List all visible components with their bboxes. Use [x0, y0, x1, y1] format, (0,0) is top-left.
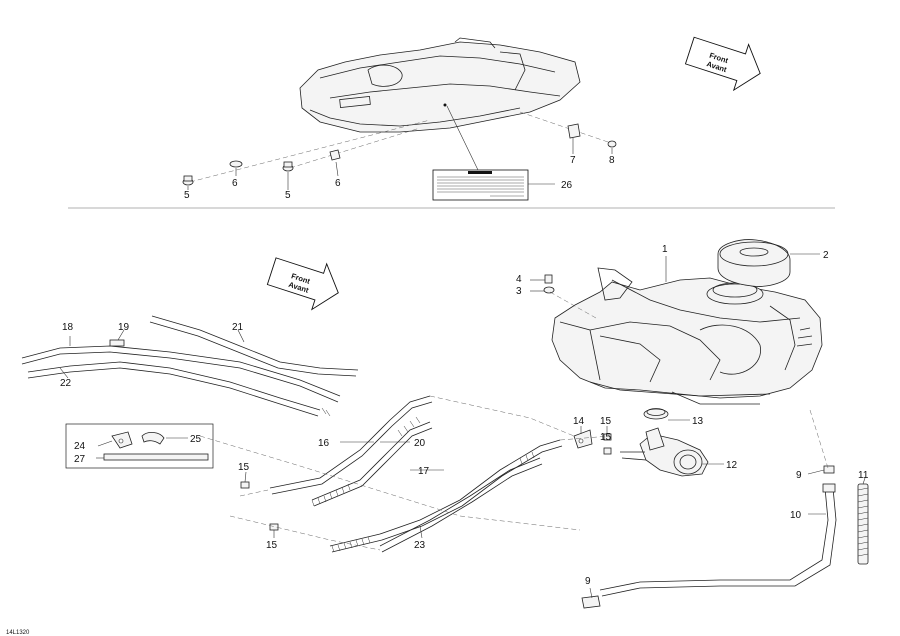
- callout-5: 5: [184, 190, 190, 201]
- callout-14: 14: [573, 416, 585, 427]
- drawing-code: 14L1320: [6, 630, 30, 636]
- callout-12: 12: [726, 460, 738, 471]
- callout-15: 15: [266, 540, 278, 551]
- callout-16: 16: [318, 438, 330, 449]
- callout-17: 17: [418, 466, 430, 477]
- callout-15: 15: [600, 416, 612, 427]
- callout-2: 2: [823, 250, 829, 261]
- callout-13: 13: [692, 416, 704, 427]
- callout-26: 26: [561, 180, 573, 191]
- vent-hose: [581, 409, 869, 609]
- long-fuel-hoses: [21, 315, 359, 417]
- fuel-tank: [551, 267, 823, 405]
- screw-hardware: [543, 274, 597, 319]
- callout-4: 4: [516, 274, 522, 285]
- callout-8: 8: [609, 155, 615, 166]
- callout-11: 11: [858, 470, 869, 481]
- callout-10: 10: [790, 510, 802, 521]
- center-fuel-hoses: [199, 395, 611, 553]
- warning-label-sticker: [432, 105, 555, 201]
- front-direction-arrow-top: Front Avant: [684, 36, 761, 92]
- clamp-14: [573, 429, 593, 449]
- callout-25: 25: [190, 434, 202, 445]
- callout-22: 22: [60, 378, 72, 389]
- callout-24: 24: [74, 441, 86, 452]
- kit-box: [65, 423, 214, 469]
- top-guide-lines: [189, 111, 609, 183]
- callout-6: 6: [335, 178, 341, 189]
- top-tank-assembly: [299, 37, 581, 133]
- callout-18: 18: [62, 322, 74, 333]
- callout-27: 27: [74, 454, 86, 465]
- callout-3: 3: [516, 286, 522, 297]
- callout-23: 23: [414, 540, 426, 551]
- callout-5: 5: [285, 190, 291, 201]
- bottom-callouts: 1 2 3 4 9 9 10 11 12 13 14 15 15 15 15 1…: [6, 244, 869, 636]
- front-direction-arrow-bottom: Front Avant: [266, 257, 339, 311]
- callout-1: 1: [662, 244, 668, 255]
- callout-20: 20: [414, 438, 426, 449]
- bottom-leader-lines: [59, 253, 866, 599]
- callout-21: 21: [232, 322, 244, 333]
- callout-19: 19: [118, 322, 130, 333]
- callout-9: 9: [796, 470, 802, 481]
- callout-9: 9: [585, 576, 591, 587]
- callout-15: 15: [238, 462, 250, 473]
- top-hardware: [182, 123, 617, 186]
- hose-fittings: [240, 433, 612, 531]
- fuel-cap: [717, 239, 791, 287]
- fuel-pump: [620, 408, 709, 477]
- callout-7: 7: [570, 155, 576, 166]
- callout-15: 15: [600, 432, 612, 443]
- callout-6: 6: [232, 178, 238, 189]
- top-callouts: 5 6 5 6 7 8 26: [184, 138, 615, 201]
